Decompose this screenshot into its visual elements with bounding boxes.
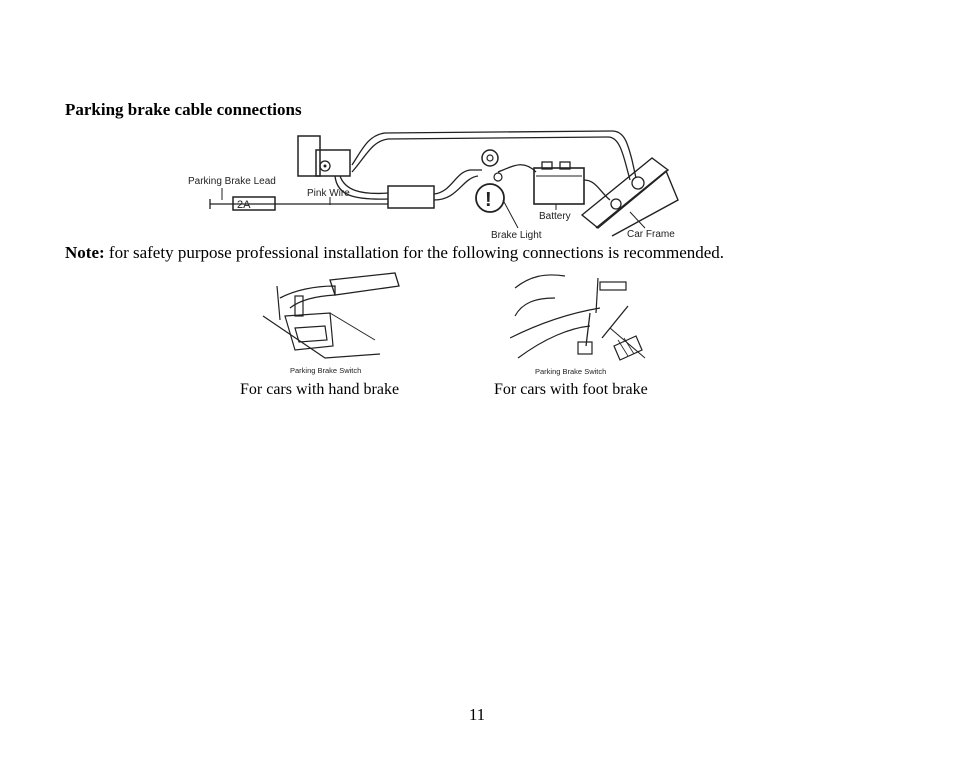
note-text: for safety purpose professional installa… [104, 243, 725, 262]
foot-brake-caption: For cars with foot brake [494, 381, 648, 398]
hand-brake-caption: For cars with hand brake [240, 381, 400, 398]
lead-connector [297, 135, 351, 177]
hand-brake-illustration: Parking Brake Switch [262, 272, 400, 375]
hand-brake-switch-label: Parking Brake Switch [290, 366, 361, 375]
section-heading: Parking brake cable connections [65, 100, 302, 119]
foot-brake-switch-label: Parking Brake Switch [535, 367, 606, 376]
car-frame-label: Car Frame [627, 229, 675, 240]
fuse-box [232, 196, 276, 211]
battery-label: Battery [539, 211, 571, 222]
parking-brake-lead-label: Parking Brake Lead [188, 176, 276, 187]
pink-wire-label: Pink Wire [307, 188, 350, 199]
note-paragraph: Note: for safety purpose professional in… [65, 243, 724, 263]
brake-light-icon: ! [475, 149, 505, 213]
svg-text:!: ! [485, 189, 492, 211]
car-frame-icon [580, 157, 679, 237]
inline-box [387, 185, 435, 209]
battery-icon [533, 161, 585, 205]
foot-brake-illustration: Parking Brake Switch [510, 274, 646, 376]
fuse-label: 2A [237, 199, 251, 211]
page-number: 11 [468, 705, 486, 724]
note-label: Note: [65, 243, 105, 262]
brake-light-label: Brake Light [491, 230, 542, 241]
